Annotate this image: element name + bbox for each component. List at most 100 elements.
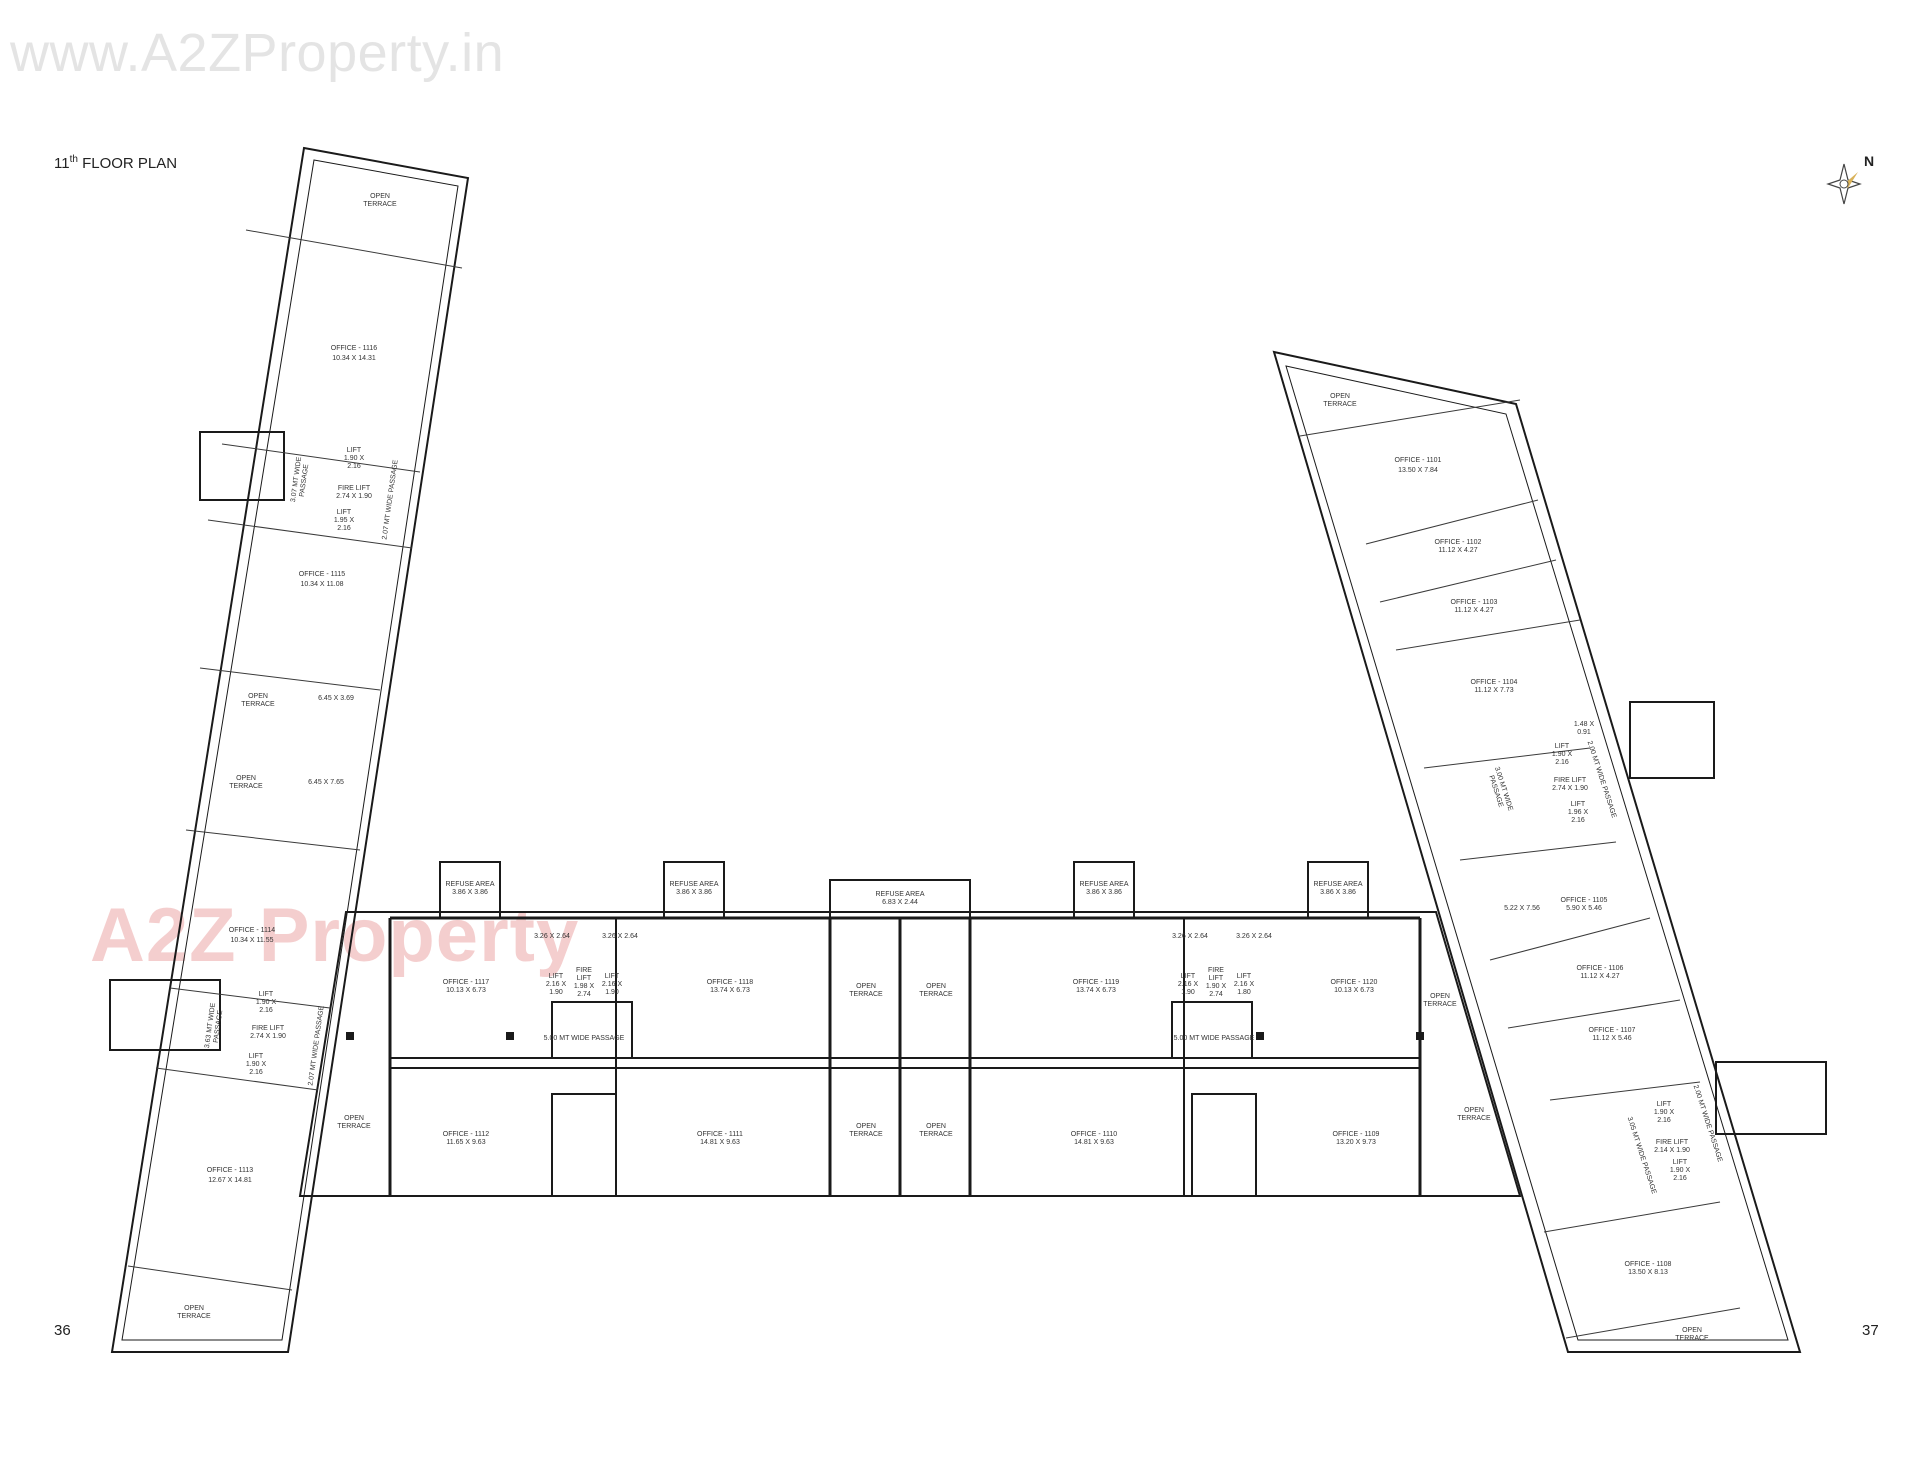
compass-icon: N — [1826, 153, 1874, 205]
center-block-outline — [298, 911, 1522, 1197]
refuse-area-3 — [829, 879, 971, 919]
refuse-area-5 — [1307, 861, 1369, 919]
right-wing-inner — [1285, 365, 1789, 1341]
left-passage-top-right: 2.07 MT WIDE PASSAGE — [381, 459, 399, 540]
refuse-area-1 — [439, 861, 501, 919]
left-dim-b: 6.45 X 7.65 — [308, 779, 344, 786]
page-number-right: 37 — [1862, 1322, 1879, 1339]
left-stair-top — [199, 431, 285, 501]
dim-left-1: 3.26 X 2.64 — [534, 933, 570, 940]
left-passage-bottom: 3.63 MT WIDEPASSAGE — [204, 1002, 225, 1050]
passage-left-label: 5.00 MT WIDE PASSAGE — [544, 1035, 625, 1042]
center-watermark: A2Z Property — [90, 892, 579, 979]
dim-right-2: 3.26 X 2.64 — [1236, 933, 1272, 940]
right-stair-bottom — [1715, 1061, 1827, 1135]
right-dim-a: 5.22 X 7.56 — [1504, 905, 1540, 912]
center-watermark-text: A2Z Property — [90, 893, 580, 978]
dim-right-1: 3.26 X 2.64 — [1172, 933, 1208, 940]
right-wing-outline — [1272, 350, 1802, 1353]
refuse-area-4 — [1073, 861, 1135, 919]
title-number: 11 — [54, 155, 70, 172]
right-passage-bottom-right: 2.00 MT WIDE PASSAGE — [1692, 1084, 1724, 1163]
left-wing-inner — [121, 159, 459, 1341]
page-number-left: 36 — [54, 1322, 71, 1339]
left-wing-outline — [110, 146, 470, 1353]
right-passage-top-right: 2.00 MT WIDE PASSAGE — [1586, 740, 1618, 819]
title-ordinal: th — [69, 154, 78, 165]
passage-right-label: 5.00 MT WIDE PASSAGE — [1174, 1035, 1255, 1042]
left-stair-bottom — [109, 979, 221, 1051]
title-text: FLOOR PLAN — [77, 155, 178, 172]
left-passage-top: 3.07 MT WIDEPASSAGE — [290, 456, 311, 504]
right-passage-bottom: 3.05 MT WIDE PASSAGE — [1626, 1116, 1658, 1195]
dim-left-2: 3.26 X 2.64 — [602, 933, 638, 940]
site-watermark: www.A2ZProperty.in — [10, 23, 505, 83]
page-title: 11th FLOOR PLAN — [54, 154, 177, 172]
right-passage-top: 3.00 MT WIDEPASSAGE — [1485, 766, 1514, 814]
refuse-area-2 — [663, 861, 725, 919]
left-dim-a: 6.45 X 3.69 — [318, 695, 354, 702]
right-stair-top — [1629, 701, 1715, 779]
